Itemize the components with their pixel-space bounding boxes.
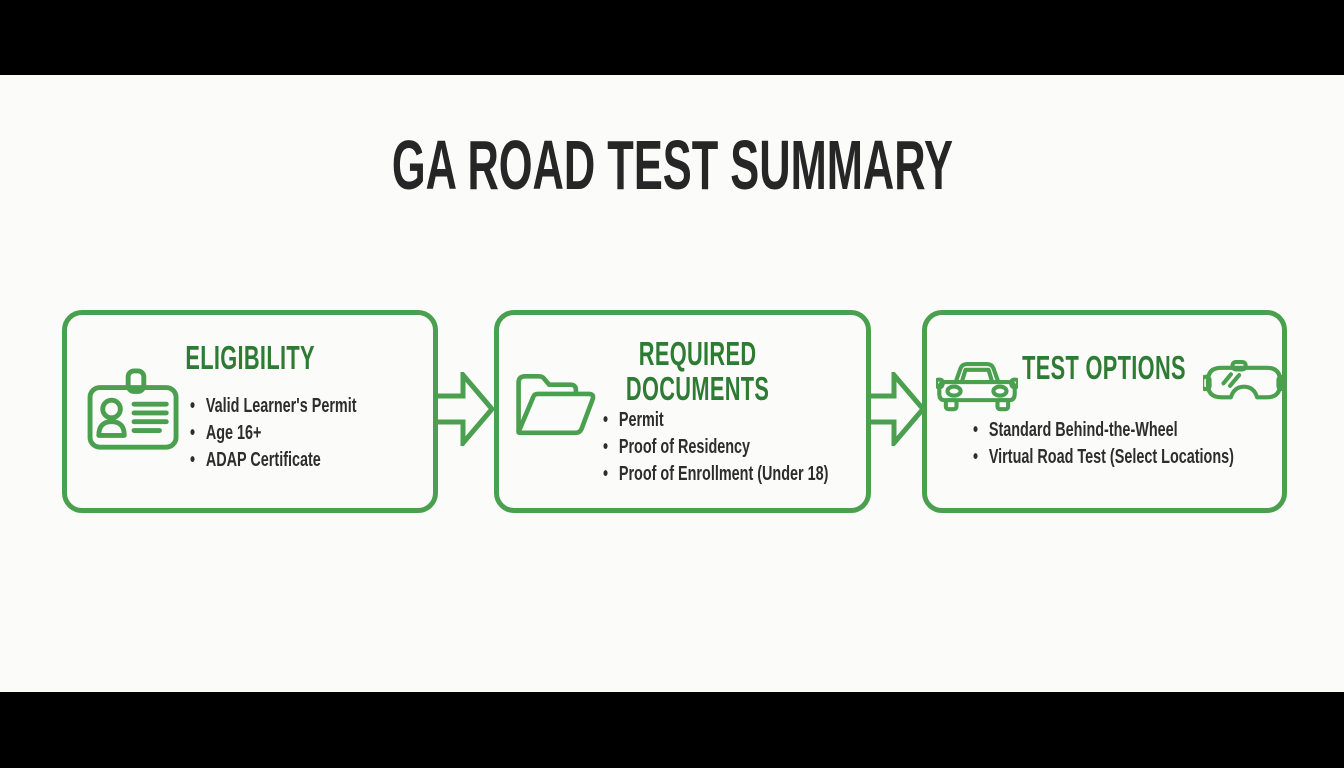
list-item: Valid Learner's Permit [190, 393, 357, 420]
list-item: Standard Behind-the-Wheel [973, 417, 1234, 444]
folder-icon [510, 368, 603, 442]
required-documents-list: Permit Proof of Residency Proof of Enrol… [603, 407, 828, 488]
page-title: GA ROAD TEST SUMMARY [0, 127, 1344, 203]
eligibility-heading-text: ELIGIBILITY [185, 339, 315, 376]
eligibility-heading: ELIGIBILITY [67, 340, 433, 375]
list-item: ADAP Certificate [190, 447, 357, 474]
test-options-heading-text: TEST OPTIONS [1022, 349, 1187, 386]
test-options-card: TEST OPTIONS Standard Behind-the-Wheel V… [922, 310, 1287, 513]
letterbox-bottom [0, 692, 1344, 768]
test-options-list: Standard Behind-the-Wheel Virtual Road T… [973, 417, 1234, 471]
flow-arrow-icon [435, 372, 495, 446]
car-icon [936, 352, 1018, 422]
id-card-icon [85, 367, 185, 453]
vr-goggles-icon [1203, 355, 1285, 415]
letterbox-top [0, 0, 1344, 75]
slide-canvas: GA ROAD TEST SUMMARY ELIGIBILITY Valid L… [0, 75, 1344, 692]
list-item: Age 16+ [190, 420, 357, 447]
test-options-heading: TEST OPTIONS [927, 350, 1282, 385]
eligibility-list: Valid Learner's Permit Age 16+ ADAP Cert… [190, 393, 357, 474]
flow-arrow-icon [866, 372, 926, 446]
list-item: Virtual Road Test (Select Locations) [973, 444, 1234, 471]
list-item: Proof of Enrollment (Under 18) [603, 461, 828, 488]
page-title-text: GA ROAD TEST SUMMARY [391, 126, 953, 204]
eligibility-card: ELIGIBILITY Valid Learner's Permit Age 1… [62, 310, 438, 513]
list-item: Permit [603, 407, 828, 434]
list-item: Proof of Residency [603, 434, 828, 461]
